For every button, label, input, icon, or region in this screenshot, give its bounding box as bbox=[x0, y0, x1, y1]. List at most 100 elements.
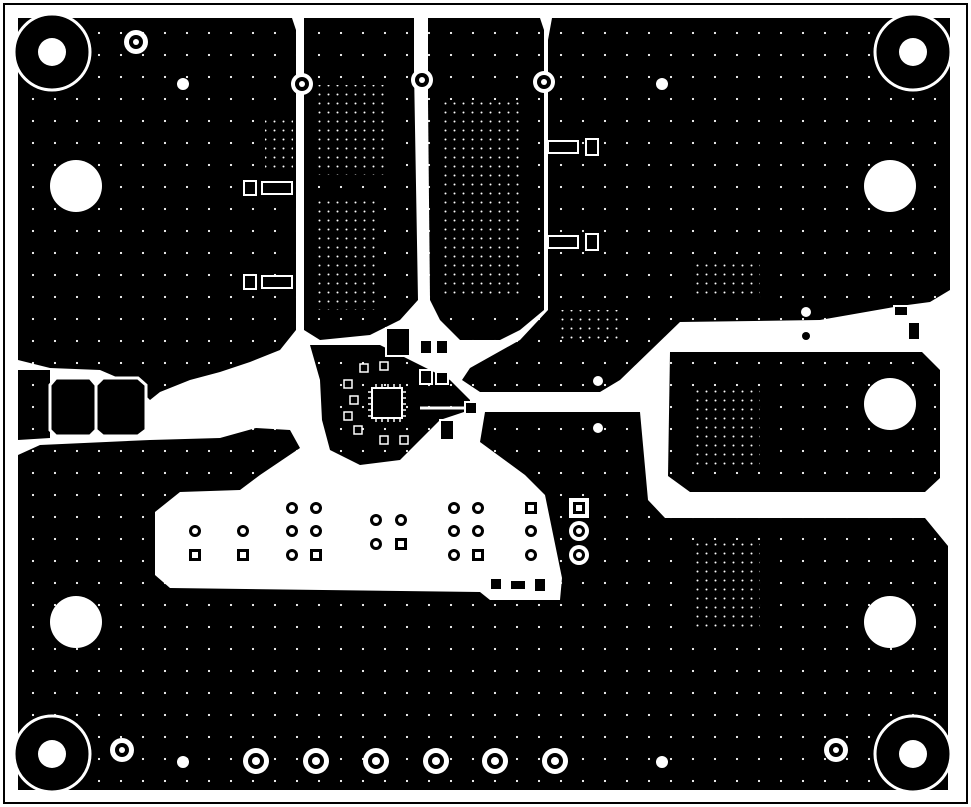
smd-pad bbox=[419, 339, 433, 355]
via-ring bbox=[411, 69, 433, 91]
small-hole bbox=[177, 756, 189, 768]
small-hole bbox=[190, 503, 200, 513]
th-pin bbox=[306, 521, 326, 541]
small-hole bbox=[593, 376, 603, 386]
th-pin-square bbox=[521, 498, 541, 518]
via-ring bbox=[124, 30, 148, 54]
small-hole bbox=[656, 756, 668, 768]
pour-top-left bbox=[18, 18, 296, 400]
th-pin-square bbox=[233, 545, 253, 565]
small-hole bbox=[311, 461, 321, 471]
th-pin bbox=[366, 534, 386, 554]
th-pin bbox=[282, 545, 302, 565]
smd-pads bbox=[243, 138, 921, 593]
th-pin bbox=[306, 498, 326, 518]
th-pin bbox=[569, 545, 589, 565]
npth-hole bbox=[864, 596, 916, 648]
large-pads bbox=[48, 376, 148, 438]
th-pin-square bbox=[306, 545, 326, 565]
th-pin bbox=[542, 748, 568, 774]
th-pins-square bbox=[185, 498, 589, 565]
mounting-hole bbox=[12, 12, 92, 92]
th-pin bbox=[521, 521, 541, 541]
smd-pad bbox=[435, 371, 449, 385]
th-pin-square bbox=[468, 545, 488, 565]
th-pin bbox=[282, 521, 302, 541]
th-pin bbox=[363, 748, 389, 774]
via-field bbox=[690, 260, 760, 300]
npth-hole bbox=[50, 160, 102, 212]
smd-pad bbox=[509, 579, 527, 591]
smd-pad bbox=[893, 305, 909, 317]
th-pin bbox=[185, 521, 205, 541]
smd-pad bbox=[907, 321, 921, 341]
small-hole bbox=[656, 78, 668, 90]
smd-pad bbox=[547, 140, 579, 154]
small-holes bbox=[177, 78, 811, 768]
th-pin bbox=[303, 748, 329, 774]
via-field bbox=[318, 85, 388, 175]
large-pad-left bbox=[48, 376, 98, 438]
via-ring bbox=[291, 73, 313, 95]
via-field bbox=[690, 540, 760, 630]
th-pin-square bbox=[569, 498, 589, 518]
copper-pours bbox=[18, 18, 950, 790]
smd-pad bbox=[243, 180, 257, 196]
smd-pad bbox=[439, 419, 455, 441]
smd-pad bbox=[261, 275, 293, 289]
th-pin bbox=[391, 510, 411, 530]
th-pin bbox=[233, 521, 253, 541]
th-pin bbox=[243, 748, 269, 774]
via-field bbox=[265, 120, 293, 170]
th-pin bbox=[569, 521, 589, 541]
via-ring bbox=[824, 738, 848, 762]
via-field bbox=[690, 390, 760, 470]
smd-pad bbox=[489, 577, 503, 591]
th-pins-round bbox=[185, 498, 589, 774]
small-hole bbox=[593, 423, 603, 433]
pour-left-middle bbox=[18, 370, 50, 440]
mounting-hole bbox=[873, 12, 953, 92]
smd-pad bbox=[261, 181, 293, 195]
smd-pad bbox=[435, 339, 449, 355]
via-field bbox=[560, 310, 620, 340]
npth-hole bbox=[50, 596, 102, 648]
center-ic bbox=[343, 361, 409, 445]
small-hole bbox=[238, 503, 248, 513]
via-field bbox=[318, 200, 378, 310]
small-hole bbox=[801, 307, 811, 317]
th-pin bbox=[366, 510, 386, 530]
th-pin bbox=[468, 521, 488, 541]
pour-bottom bbox=[18, 412, 948, 790]
smd-pad bbox=[585, 138, 599, 156]
board-outline bbox=[3, 3, 968, 804]
smd-pad bbox=[464, 401, 478, 415]
ic-fanout-pads bbox=[343, 361, 409, 445]
th-pin bbox=[482, 748, 508, 774]
trace-right-sense bbox=[806, 319, 900, 338]
mounting-hole bbox=[12, 714, 92, 794]
smd-pad bbox=[585, 233, 599, 251]
ic-body bbox=[371, 387, 403, 419]
smd-pad bbox=[547, 235, 579, 249]
th-pin-square bbox=[391, 534, 411, 554]
via-ring bbox=[533, 71, 555, 93]
smd-pad bbox=[385, 327, 411, 357]
mounting-holes bbox=[12, 12, 953, 794]
pour-top-right bbox=[462, 18, 950, 392]
via-field bbox=[440, 100, 520, 300]
npth-holes bbox=[50, 160, 916, 648]
dense-via-fields bbox=[265, 85, 760, 630]
th-pin bbox=[423, 748, 449, 774]
via-ring bbox=[799, 329, 813, 343]
large-pad-right bbox=[94, 376, 148, 438]
th-pin bbox=[444, 545, 464, 565]
ic-pins bbox=[368, 384, 406, 422]
ringed-vias bbox=[110, 30, 848, 762]
smd-pad bbox=[243, 274, 257, 290]
npth-hole bbox=[864, 160, 916, 212]
small-hole bbox=[177, 78, 189, 90]
th-pin bbox=[468, 498, 488, 518]
th-pin bbox=[521, 545, 541, 565]
